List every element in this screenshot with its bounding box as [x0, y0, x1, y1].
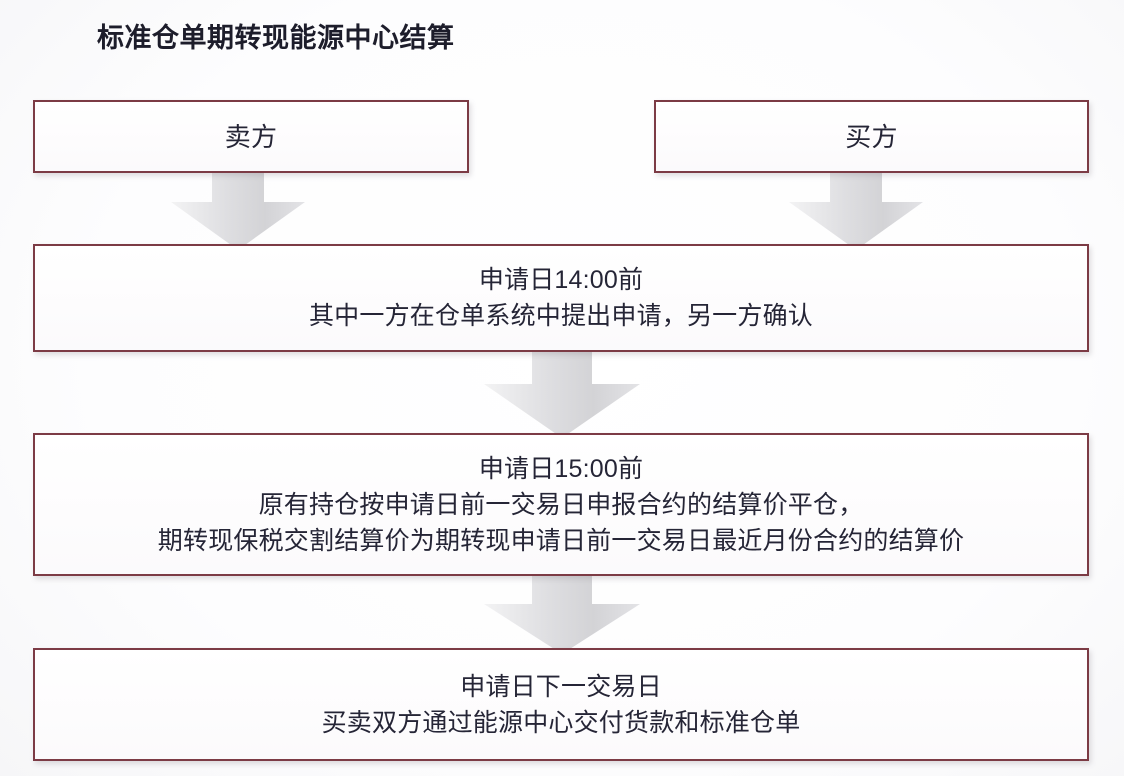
flow-box-step-1-line-1: 申请日14:00前 — [478, 266, 644, 294]
flow-box-seller-label: 卖方 — [224, 121, 278, 152]
arrow-down-icon-step-2-to-step-3 — [484, 570, 640, 654]
flow-box-step-2: 申请日15:00前 原有持仓按申请日前一交易日申报合约的结算价平仓， 期转现保税… — [33, 433, 1089, 576]
flow-box-step-3: 申请日下一交易日 买卖双方通过能源中心交付货款和标准仓单 — [33, 648, 1089, 761]
flow-box-seller: 卖方 — [33, 100, 469, 173]
flow-box-step-2-line-1: 申请日15:00前 — [478, 454, 644, 483]
flow-box-step-1-line-2: 其中一方在仓单系统中提出申请，另一方确认 — [308, 302, 813, 330]
flow-box-step-2-line-3: 期转现保税交割结算价为期转现申请日前一交易日最近月份合约的结算价 — [157, 526, 965, 555]
flow-box-step-1: 申请日14:00前 其中一方在仓单系统中提出申请，另一方确认 — [33, 244, 1089, 352]
arrow-down-icon-seller-to-step-1 — [171, 168, 305, 250]
flow-box-step-3-line-2: 买卖双方通过能源中心交付货款和标准仓单 — [321, 708, 801, 737]
page-title: 标准仓单期转现能源中心结算 — [97, 23, 455, 53]
flow-box-buyer: 买方 — [654, 100, 1089, 173]
arrow-down-icon-step-1-to-step-2 — [484, 346, 640, 438]
flow-box-step-3-line-1: 申请日下一交易日 — [460, 672, 662, 701]
flow-box-buyer-label: 买方 — [845, 121, 898, 152]
flow-box-step-2-line-2: 原有持仓按申请日前一交易日申报合约的结算价平仓， — [258, 490, 864, 519]
arrow-down-icon-buyer-to-step-1 — [789, 168, 923, 250]
